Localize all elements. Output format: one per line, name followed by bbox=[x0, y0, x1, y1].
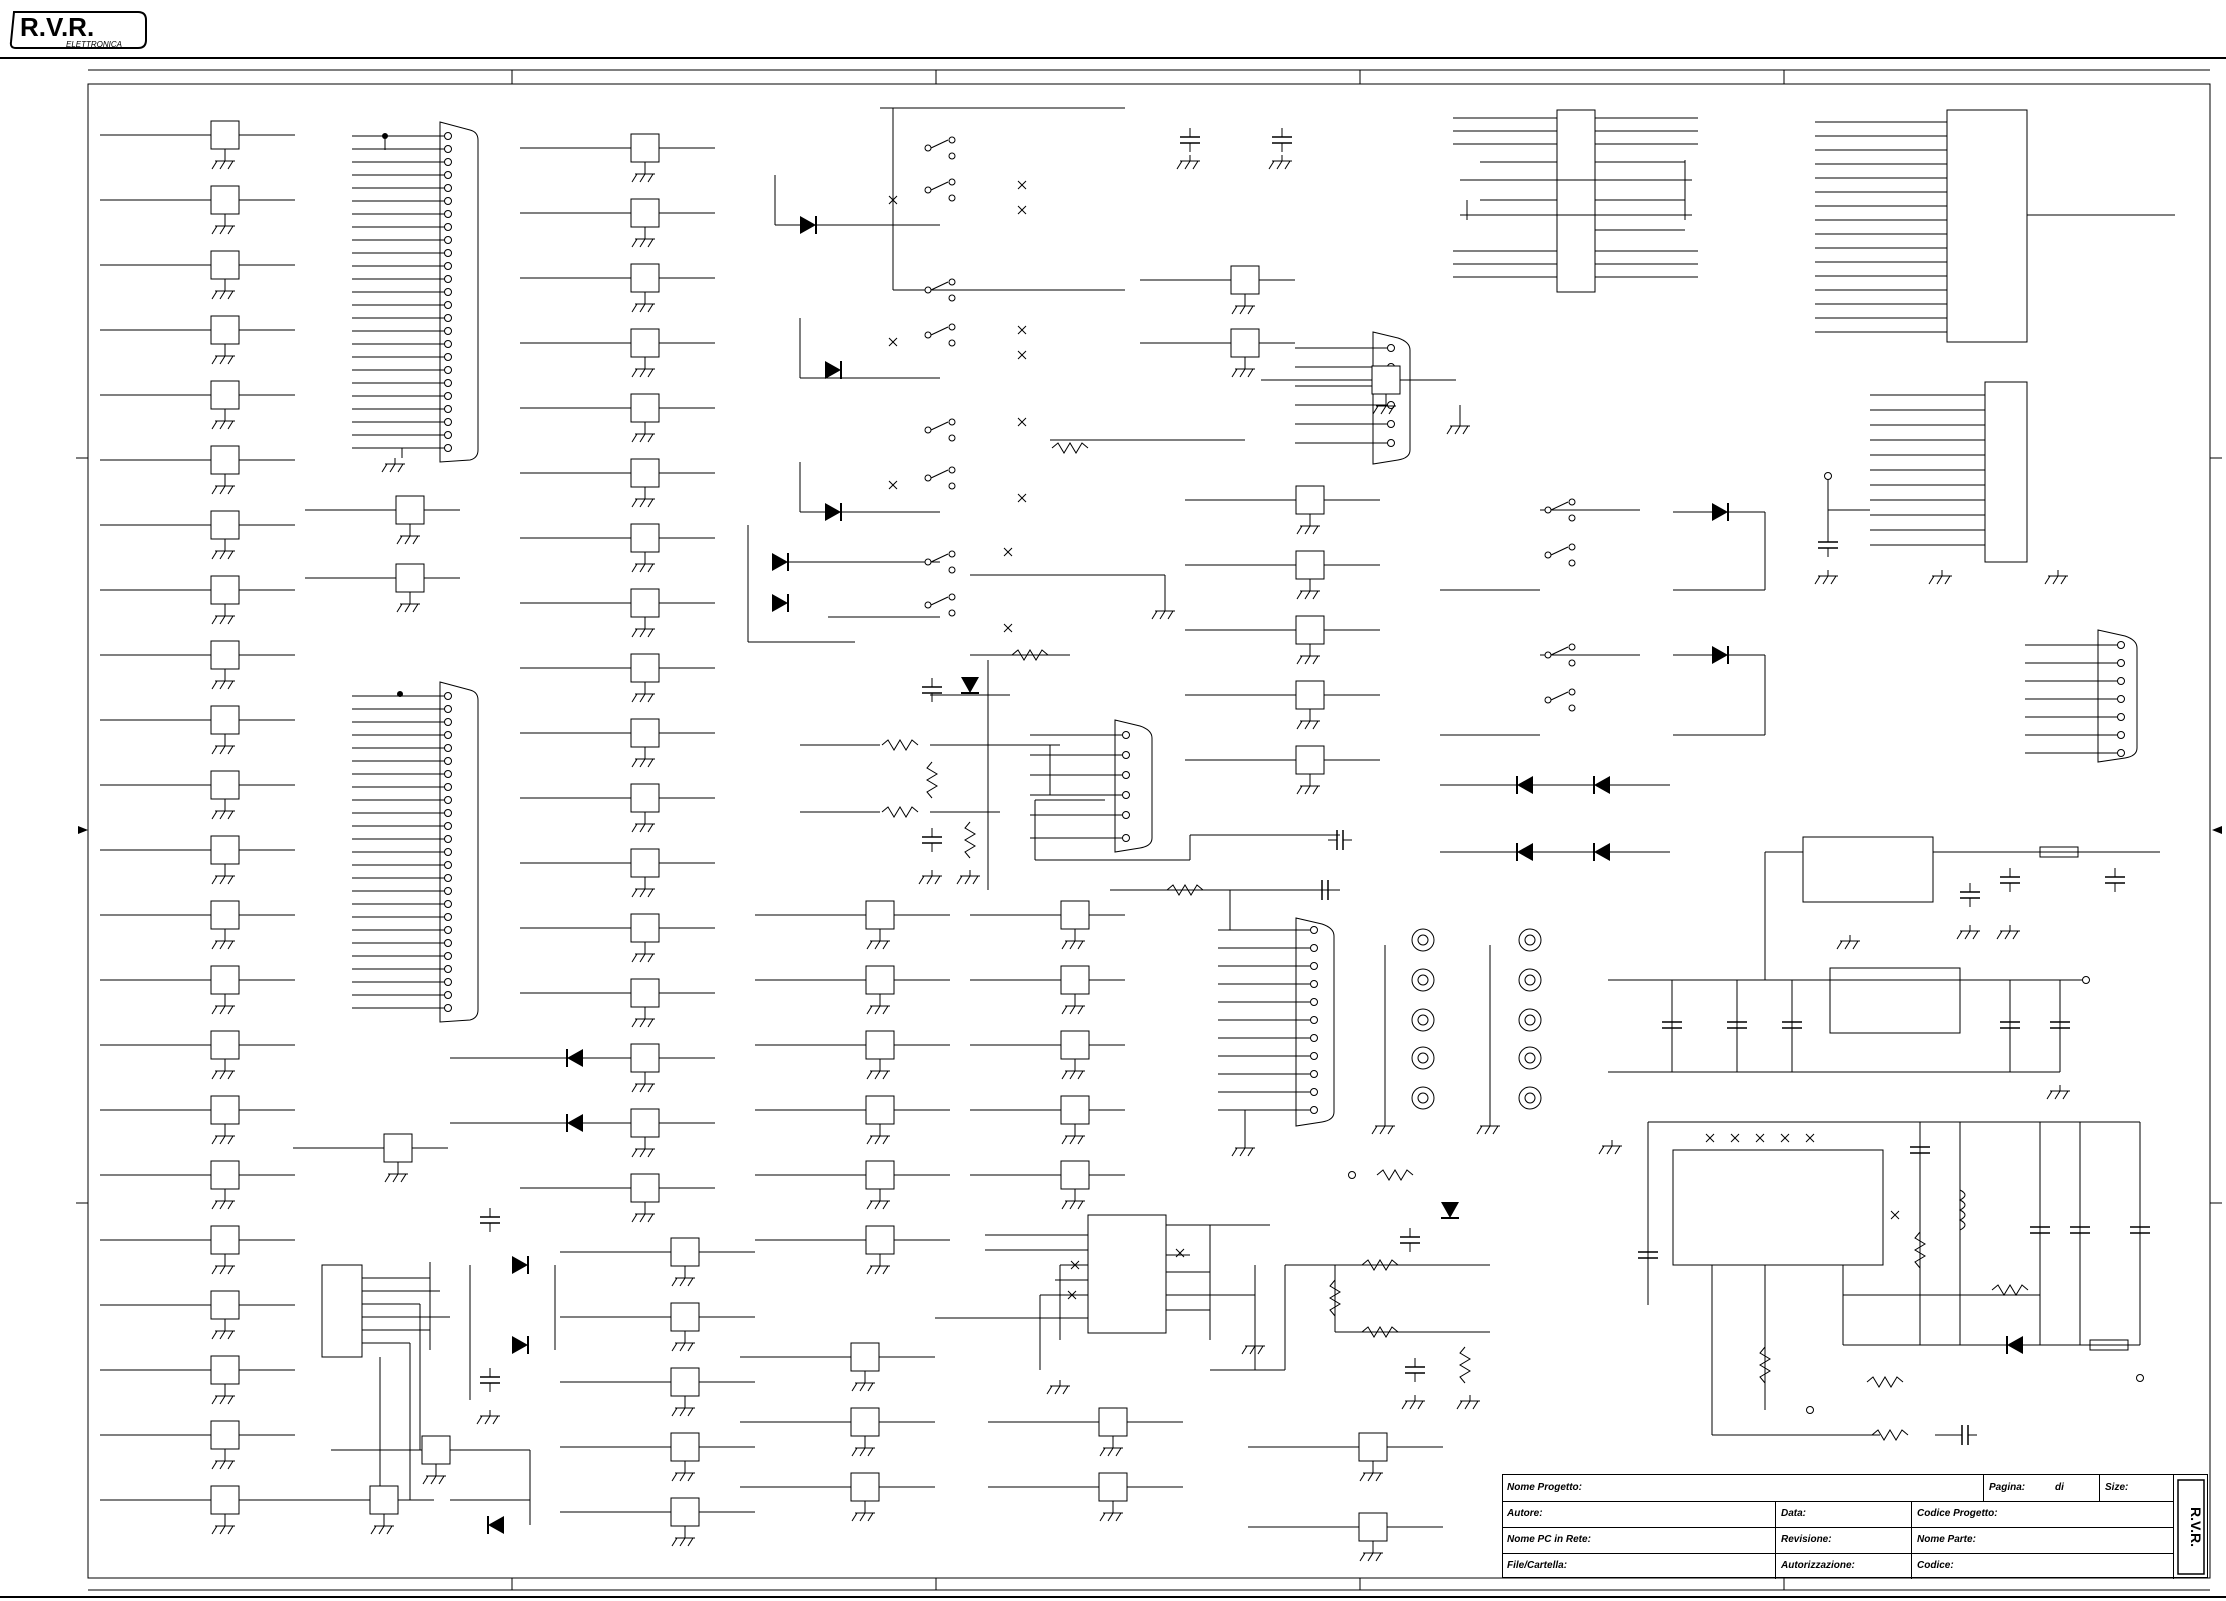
autore-label: Autore: bbox=[1507, 1508, 1543, 1519]
nome-pc-label: Nome PC in Rete: bbox=[1507, 1534, 1591, 1545]
progetto-label: Nome Progetto: bbox=[1507, 1482, 1582, 1493]
di-label: di bbox=[2055, 1482, 2064, 1493]
codice-label: Codice: bbox=[1917, 1560, 1954, 1571]
footer-rule bbox=[0, 1596, 2226, 1598]
size-label: Size: bbox=[2105, 1482, 2129, 1493]
logo-subtext: ELETTRONICA bbox=[66, 40, 122, 49]
rvr-seal-logo: R.V.R. bbox=[2177, 1479, 2205, 1575]
svg-text:R.V.R.: R.V.R. bbox=[2188, 1507, 2204, 1547]
revisione-label: Revisione: bbox=[1781, 1534, 1832, 1545]
pagina-label: Pagina: bbox=[1989, 1482, 2026, 1493]
data-label: Data: bbox=[1781, 1508, 1807, 1519]
rvr-logo: R.V.R. ELETTRONICA bbox=[8, 4, 148, 54]
nome-parte-label: Nome Parte: bbox=[1917, 1534, 1976, 1545]
codice-progetto-label: Codice Progetto: bbox=[1917, 1508, 1998, 1519]
title-block: Nome Progetto: Pagina: di Size: Autore: … bbox=[1502, 1474, 2208, 1579]
logo-text: R.V.R. bbox=[20, 12, 94, 42]
header-rule bbox=[0, 57, 2226, 59]
autorizzazione-label: Autorizzazione: bbox=[1781, 1560, 1855, 1571]
file-label: File/Cartella: bbox=[1507, 1560, 1568, 1571]
